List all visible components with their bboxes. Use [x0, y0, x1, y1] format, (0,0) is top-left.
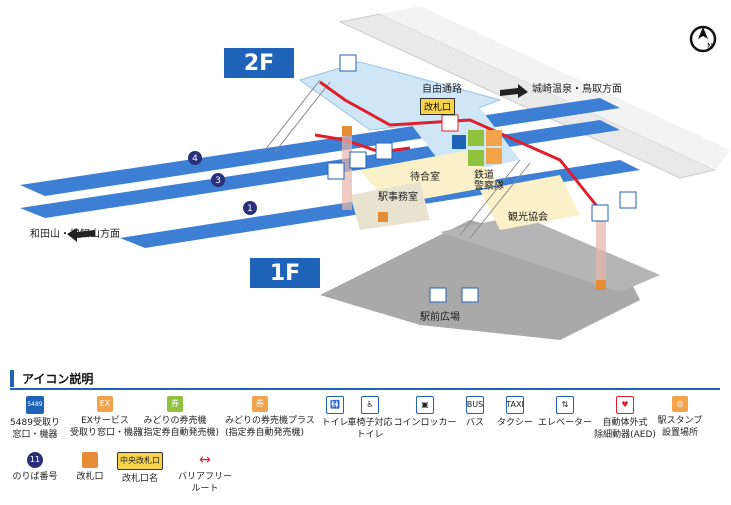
elevator-icon: ⇅: [556, 396, 574, 414]
legend-item-5489-counter: 5489 5489受取り 窓口・機器: [0, 396, 70, 441]
stairs-right: [459, 159, 531, 239]
ex-icon-map: [486, 148, 502, 164]
label-station-office: 駅事務室: [378, 192, 418, 203]
stamp-icon-map: [486, 130, 502, 146]
legend-item-elevator: ⇅ エレベーター: [530, 396, 600, 429]
platform-1-label: 1: [247, 204, 253, 214]
legend-item-midori-ticket-machine: 券みどりの券売機 (指定券自動発売機): [140, 396, 220, 439]
legend-divider: [10, 388, 720, 390]
arrow-west: [67, 228, 95, 242]
legend-title: アイコン説明: [10, 370, 93, 387]
legend-item-wheelchair-toilet: ♿ 車椅子対応 トイレ: [335, 396, 405, 441]
ex-service-icon: EX: [97, 396, 113, 412]
ticket-machine-plus-icon-map: [468, 150, 484, 166]
legend-item-ticket-gate: ▲ 改札口: [55, 452, 125, 483]
legend-item-toilet: 🚻 トイレ: [300, 396, 370, 429]
legend-item-coin-locker: ▣ コインロッカー: [390, 396, 460, 429]
legend-item-label: 車椅子対応 トイレ: [347, 418, 393, 440]
label-station-plaza: 駅前広場: [420, 312, 460, 323]
legend-item-ex-service: EX EXサービス 受取り窓口・機器: [70, 396, 143, 439]
legend-item-label: 駅スタンプ 設置場所: [657, 416, 703, 438]
floor-2f-badge: 2F: [224, 48, 294, 78]
gate-name-icon: 中央改札口: [117, 452, 163, 470]
label-free-passage: 自由通路: [422, 84, 462, 95]
compass-icon: N: [689, 25, 717, 53]
5489-icon-map: [452, 135, 466, 149]
tourism-shape: [480, 175, 580, 230]
arrow-east: [500, 84, 528, 98]
platform-number-3: [211, 173, 225, 187]
legend-item-label: コインロッカー: [393, 418, 457, 428]
coin-locker-icon: ▣: [416, 396, 434, 414]
legend-item-label: EXサービス 受取り窓口・機器: [70, 416, 143, 438]
legend-item-gate-name: 中央改札口改札口名: [105, 452, 175, 485]
platform-4-label: 4: [192, 154, 198, 164]
legend-item-label: 改札口: [76, 472, 104, 482]
ticket-machine-icon-map: [468, 130, 484, 146]
elevator-shaft-right: [596, 220, 606, 285]
5489-counter-icon: 5489: [26, 396, 44, 414]
floor-1f-badge: 1F: [250, 258, 320, 288]
wheelchair-icon: [349, 151, 367, 169]
platform-number-1: [243, 201, 257, 215]
legend-item-label: 5489受取り 窓口・機器: [10, 418, 60, 440]
label-direction-east: 城崎温泉・鳥取方面: [532, 84, 622, 95]
toilet-icon: 🚻: [326, 396, 344, 414]
station-map: 4 3 1: [20, 6, 730, 340]
label-direction-west: 和田山・福知山方面: [30, 229, 120, 240]
legend-item-bus: BUS バス: [440, 396, 510, 429]
ticket-gate-icon: ▲: [82, 452, 98, 468]
legend-item-label: バリアフリー ルート: [177, 472, 232, 494]
legend-item-label: のりば番号: [12, 472, 58, 482]
legend-item-station-stamp: ◎ 駅スタンプ 設置場所: [645, 396, 715, 439]
barrier-free-route: [319, 80, 602, 211]
stairs-left: [264, 79, 331, 153]
barrier-free-route-2: [314, 133, 411, 154]
label-railway-police: 鉄道 警察隊: [474, 170, 504, 192]
legend-item-label: 改札口名: [121, 474, 158, 484]
aed-icon-map: [441, 114, 459, 132]
elevator-shaft-left: [342, 130, 352, 210]
legend-item-taxi: TAXI タクシー: [480, 396, 550, 429]
platform-number-4: [188, 151, 202, 165]
label-tourism: 観光協会: [508, 212, 548, 223]
elevator-icon-1f: [591, 204, 609, 222]
legend-item-midori-ticket-machine-plus: 券みどりの券売機プラス (指定券自動発売機): [225, 396, 315, 439]
legend-item-platform-number: 11 のりば番号: [0, 452, 70, 483]
legend-item-label: みどりの券売機プラス (指定券自動発売機): [225, 416, 315, 438]
taxi-icon: TAXI: [506, 396, 524, 414]
bus-icon-map: [461, 287, 479, 303]
wheelchair-toilet-icon: ♿: [361, 396, 379, 414]
aed-icon: ♥: [616, 396, 634, 414]
midori-ticket-machine-icon: 券: [167, 396, 183, 412]
track-bed: [380, 6, 730, 170]
platform-number-icon: 11: [27, 452, 43, 468]
ticket-gate-ground: [596, 280, 606, 290]
office-shape: [350, 182, 430, 230]
ticket-gate-lower: [378, 212, 388, 222]
legend-item-label: タクシー: [496, 418, 533, 428]
station-stamp-icon: ◎: [672, 396, 688, 412]
legend-item-label: エレベーター: [537, 418, 592, 428]
elevator-icon-2f: [339, 54, 357, 72]
svg-text:N: N: [707, 42, 713, 51]
ticket-gate-tag: 改札口: [420, 98, 456, 115]
elevator-icon-platform: [375, 142, 393, 160]
ticket-gate-upper: [342, 126, 352, 136]
legend-item-barrier-free-route: ↔ バリアフリー ルート: [170, 452, 240, 495]
legend-item-label: トイレ: [321, 418, 349, 428]
toilet-icon-map: [327, 162, 345, 180]
bus-icon: BUS: [466, 396, 484, 414]
legend-item-aed: ♥ 自動体外式 除細動器(AED): [590, 396, 660, 441]
legend-item-label: バス: [465, 418, 484, 428]
legend-item-label: 自動体外式 除細動器(AED): [594, 418, 656, 440]
platform-3-label: 3: [215, 176, 221, 186]
label-waiting-room: 待合室: [410, 172, 440, 183]
midori-ticket-machine-plus-icon: 券: [252, 396, 268, 412]
legend-item-label: みどりの券売機 (指定券自動発売機): [140, 416, 220, 438]
barrier-free-route-icon: ↔: [199, 452, 211, 468]
coin-locker-icon-map: [619, 191, 637, 209]
taxi-icon-map: [429, 287, 447, 303]
